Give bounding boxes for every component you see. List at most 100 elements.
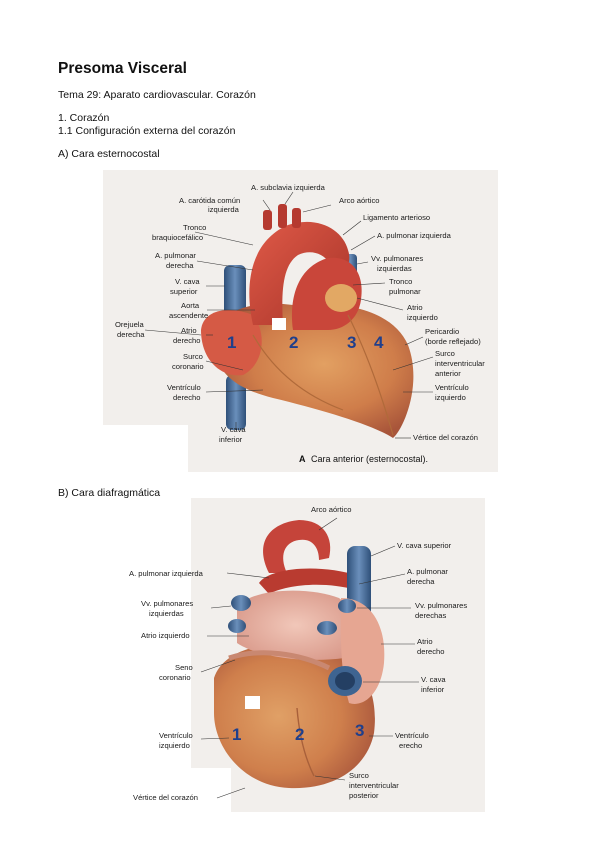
- label-ligamentum-arteriosum: Ligamento arterioso: [363, 213, 430, 222]
- label-right-ventricle: erecho: [399, 741, 422, 750]
- figure-a-heading: A) Cara esternocostal: [58, 148, 160, 160]
- figure-b-left-mask: [119, 498, 191, 812]
- figure-a-corner-mask: [103, 425, 188, 472]
- label-pulmonary-veins: izquierdas: [377, 264, 412, 273]
- label-coronary-sinus: coronario: [159, 673, 191, 682]
- label-left-atrium: Atrio: [407, 303, 423, 312]
- label-pulmonary-trunk: pulmonar: [389, 287, 421, 296]
- label-heart-apex: Vértice del corazón: [133, 793, 198, 802]
- label-left-pulmonary-artery: A. pulmonar izquierda: [377, 231, 452, 240]
- label-pericardium: (borde reflejado): [425, 337, 481, 346]
- label-pericardium: Pericardio: [425, 327, 459, 336]
- label-left-ventricle: Ventrículo: [435, 383, 469, 392]
- figure-a-number: 2: [289, 333, 298, 352]
- figure-b-number: 2: [295, 725, 304, 744]
- label-right-ventricle: derecho: [173, 393, 200, 402]
- label-left-pulmonary-veins: Vv. pulmonares: [141, 599, 193, 608]
- figure-b-heading: B) Cara diafragmática: [58, 487, 161, 499]
- label-inferior-vena-cava: inferior: [219, 435, 243, 444]
- interventricular-sulcus-line: [347, 314, 394, 436]
- figure-b-illustration: 1 2 3 Arco aórtico V. cava superior A. p…: [119, 498, 485, 812]
- label-pulmonary-trunk: Tronco: [389, 277, 412, 286]
- label-right-atrium: derecho: [173, 336, 200, 345]
- label-coronary-sinus: Seno: [175, 663, 193, 672]
- label-brachiocephalic-trunk: Tronco: [183, 223, 206, 232]
- vena-cava-inferior-shape: [226, 375, 246, 430]
- label-left-ventricle: Ventrículo: [159, 731, 193, 740]
- label-right-pulmonary-artery: A. pulmonar: [407, 567, 448, 576]
- label-superior-vena-cava: V. cava superior: [397, 541, 452, 550]
- label-right-ventricle: Ventrículo: [167, 383, 201, 392]
- figure-a-number: 1: [227, 333, 236, 352]
- document-title: Presoma Visceral: [58, 60, 187, 77]
- subclavian-branch-shape: [278, 204, 287, 228]
- posterior-sulcus-line: [296, 707, 315, 777]
- label-right-atrium: derecho: [417, 647, 444, 656]
- label-common-carotid: A. carótida común: [179, 196, 240, 205]
- label-right-pulmonary-artery: derecha: [166, 261, 194, 270]
- label-brachiocephalic-trunk: braquiocefálico: [152, 233, 203, 242]
- label-posterior-sulcus: posterior: [349, 791, 379, 800]
- label-aortic-arch: Arco aórtico: [339, 196, 380, 205]
- figure-b-diaphragmatic-heart: 1 2 3 Arco aórtico V. cava superior A. p…: [119, 498, 485, 812]
- section-heading: 1. Corazón: [58, 112, 110, 124]
- figure-b-corner-mask: [191, 768, 231, 812]
- label-left-ventricle: izquierdo: [435, 393, 466, 402]
- left-pulmonary-vein-shape: [228, 619, 246, 633]
- label-posterior-sulcus: interventricular: [349, 781, 399, 790]
- topic-subtitle: Tema 29: Aparato cardiovascular. Corazón: [58, 89, 256, 101]
- label-inferior-vena-cava: V. cava: [421, 675, 446, 684]
- right-pulmonary-vein-shape: [317, 621, 337, 635]
- label-posterior-sulcus: Surco: [349, 771, 369, 780]
- label-right-pulmonary-veins: Vv. pulmonares: [415, 601, 467, 610]
- brachiocephalic-branch-shape: [292, 208, 301, 228]
- label-right-ventricle: Ventrículo: [395, 731, 429, 740]
- coronary-sulcus-line: [252, 334, 344, 411]
- pulmonary-artery-shape: [259, 568, 359, 594]
- inferior-vena-cava-lumen: [335, 672, 355, 690]
- right-pulmonary-vein-shape: [338, 599, 356, 613]
- label-inferior-vena-cava: inferior: [421, 685, 445, 694]
- label-pulmonary-veins: Vv. pulmonares: [371, 254, 423, 263]
- aortic-arch-shape: [263, 520, 331, 573]
- label-coronary-sulcus: Surco: [183, 352, 203, 361]
- label-right-atrium: Atrio: [417, 637, 433, 646]
- label-left-atrium: izquierdo: [407, 313, 438, 322]
- label-superior-vena-cava: superior: [170, 287, 198, 296]
- figure-b-number: 3: [355, 721, 364, 740]
- subsection-heading: 1.1 Configuración externa del corazón: [58, 125, 236, 137]
- label-right-auricle: Orejuela: [115, 320, 144, 329]
- label-ascending-aorta: ascendente: [169, 311, 208, 320]
- label-interventricular-sulcus: anterior: [435, 369, 461, 378]
- figure-a-caption-letter: A: [299, 454, 306, 464]
- coronary-sinus-shape: [228, 650, 331, 671]
- label-right-pulmonary-artery: A. pulmonar: [155, 251, 196, 260]
- figure-a-caption: Cara anterior (esternocostal).: [311, 454, 428, 464]
- aorta-shape: [249, 221, 350, 325]
- label-aortic-arch: Arco aórtico: [311, 505, 352, 514]
- label-subclavian-artery: A. subclavia izquierda: [251, 183, 326, 192]
- figure-a-anterior-heart: 1 2 3 4 A. subclavia izquierda A. caróti…: [103, 170, 498, 472]
- label-right-pulmonary-veins: derechas: [415, 611, 446, 620]
- carotid-branch-shape: [263, 210, 272, 230]
- label-inferior-vena-cava: V. cava: [221, 425, 246, 434]
- right-atrium-shape: [201, 310, 262, 376]
- label-left-ventricle: izquierdo: [159, 741, 190, 750]
- label-right-auricle: derecha: [117, 330, 145, 339]
- label-coronary-sulcus: coronario: [172, 362, 204, 371]
- label-heart-apex: Vértice del corazón: [413, 433, 478, 442]
- white-marker: [272, 318, 286, 330]
- label-right-atrium: Atrio: [181, 326, 197, 335]
- label-right-pulmonary-artery: derecha: [407, 577, 435, 586]
- label-interventricular-sulcus: Surco: [435, 349, 455, 358]
- figure-a-number: 4: [374, 333, 384, 352]
- figure-a-illustration: 1 2 3 4 A. subclavia izquierda A. caróti…: [103, 170, 498, 472]
- left-atrium-shape: [237, 590, 355, 660]
- left-auricle-shape: [325, 284, 357, 312]
- white-marker: [245, 696, 260, 709]
- label-common-carotid: izquierda: [208, 205, 240, 214]
- left-pulmonary-vein-shape: [231, 595, 251, 611]
- label-ascending-aorta: Aorta: [181, 301, 200, 310]
- figure-a-number: 3: [347, 333, 356, 352]
- label-interventricular-sulcus: interventricular: [435, 359, 485, 368]
